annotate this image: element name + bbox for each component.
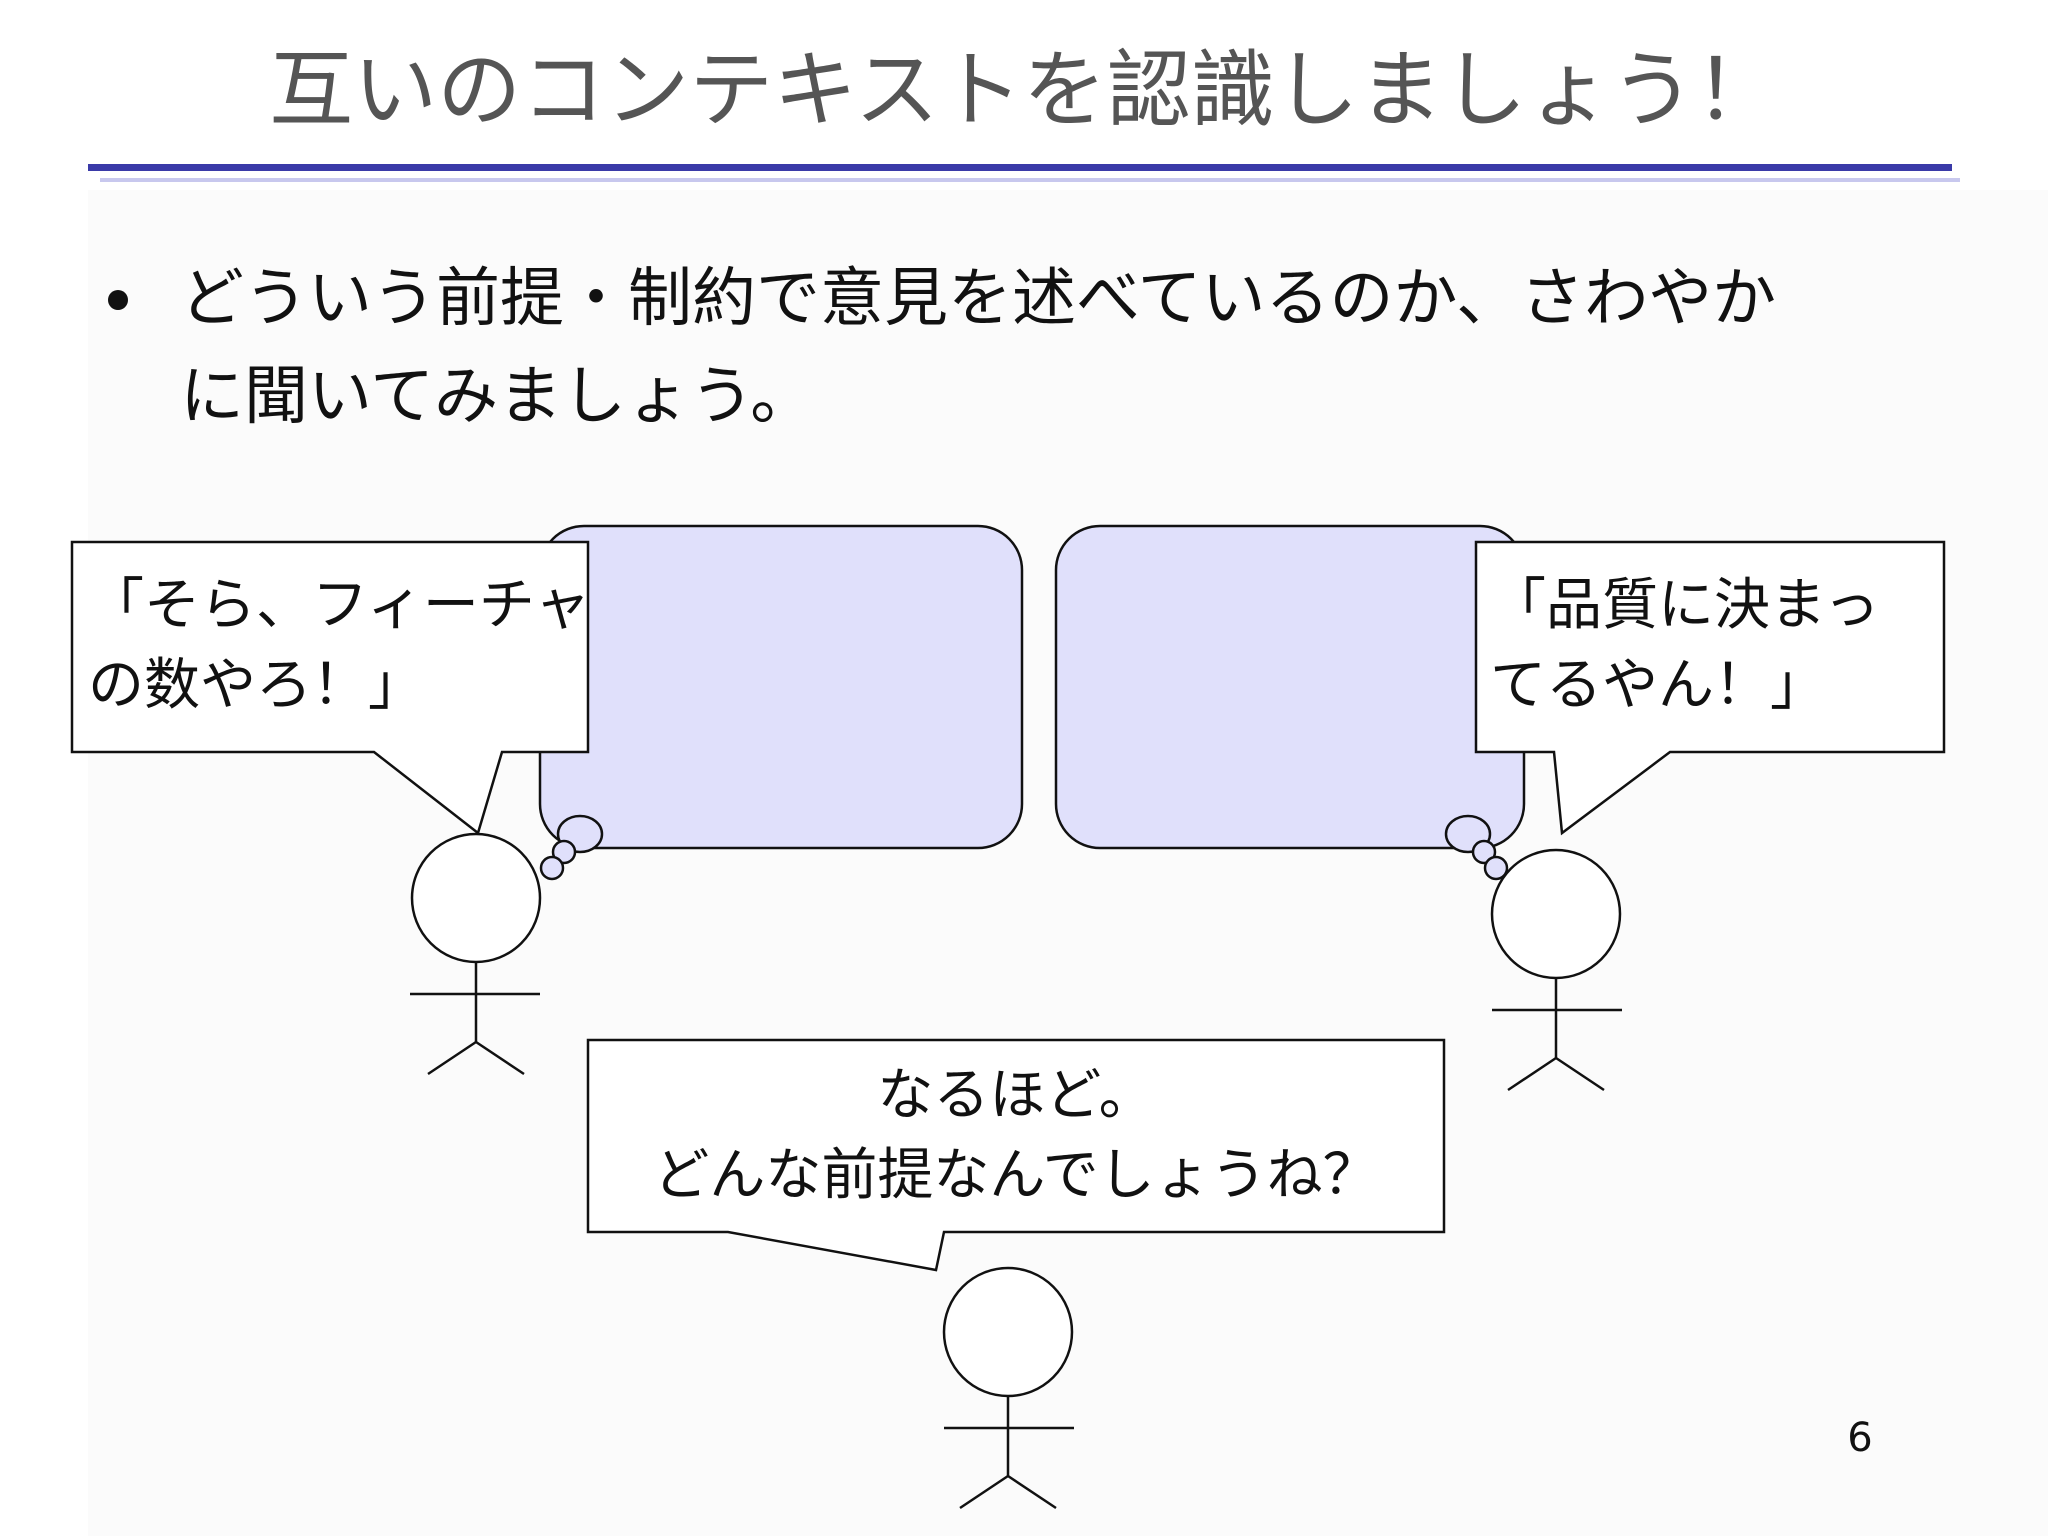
speech-callout-left (70, 540, 590, 836)
page-number: 6 (1847, 1415, 1873, 1461)
speech-text-center: なるほど。 どんな前提なんでしょうね？ (590, 1056, 1442, 1216)
speech-left-line-1: 「そら、フィーチャ (88, 573, 591, 638)
bullet-line-1: どういう前提・制約で意見を述べているのか、さわやか (180, 262, 1777, 336)
speech-left-line-2: の数やろ！」 (88, 653, 424, 718)
speech-text-right: 「品質に決まっ てるやん！」 (1490, 566, 1930, 726)
speech-center-line-2: どんな前提なんでしょうね？ (653, 1143, 1379, 1208)
stick-figure-left (410, 832, 542, 1076)
speech-center-line-1: なるほど。 (877, 1063, 1155, 1128)
bullet-text: どういう前提・制約で意見を述べているのか、さわやか に聞いてみましょう。 (180, 250, 1940, 446)
speech-text-left: 「そら、フィーチャ の数やろ！」 (88, 566, 591, 726)
stick-figure-right (1490, 848, 1622, 1092)
speech-right-line-1: 「品質に決まっ (1490, 573, 1880, 638)
speech-callout-center (586, 1038, 1446, 1272)
title-underline-shadow (100, 178, 1960, 182)
speech-callout-right (1474, 540, 1946, 836)
thought-bubble-right (1054, 524, 1526, 881)
bullet-line-2: に聞いてみましょう。 (180, 360, 815, 434)
title-underline (88, 164, 1952, 171)
bullet-point-icon (108, 290, 128, 310)
speech-right-line-2: てるやん！」 (1490, 653, 1826, 718)
slide-title: 互いのコンテキストを認識しましょう！ (269, 41, 1779, 139)
stick-figure-center (942, 1266, 1074, 1510)
thought-bubble-left (538, 524, 1024, 881)
